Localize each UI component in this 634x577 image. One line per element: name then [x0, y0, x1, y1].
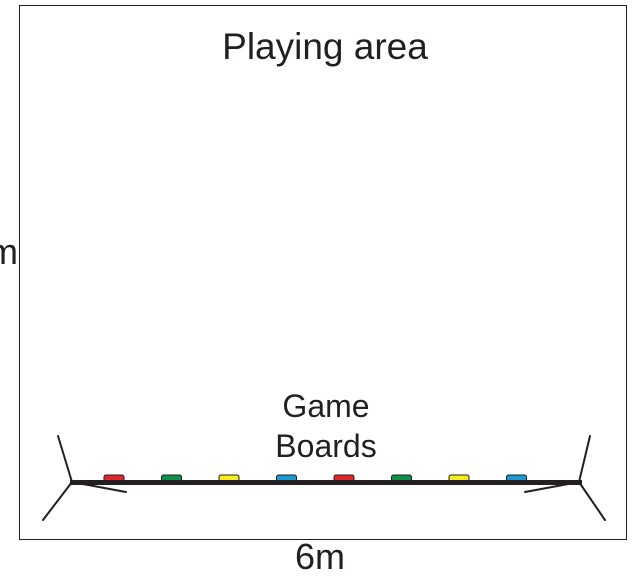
- right-board-stand: [524, 435, 606, 521]
- depth-dimension-label: m: [0, 231, 18, 272]
- game-boards-label-line1: Game: [282, 388, 370, 424]
- right-stand-leg-up: [578, 435, 591, 483]
- right-stand-leg-down: [578, 481, 606, 521]
- left-stand-leg-up: [57, 435, 73, 483]
- game-boards-label: Game Boards: [256, 386, 396, 466]
- width-dimension-label: 6m: [294, 536, 345, 577]
- board-rail: [70, 480, 582, 485]
- playing-area-label: Playing area: [222, 26, 428, 67]
- left-stand-leg-down: [42, 481, 73, 521]
- game-boards-label-line2: Boards: [275, 428, 377, 464]
- playing-area-boundary: [19, 5, 627, 540]
